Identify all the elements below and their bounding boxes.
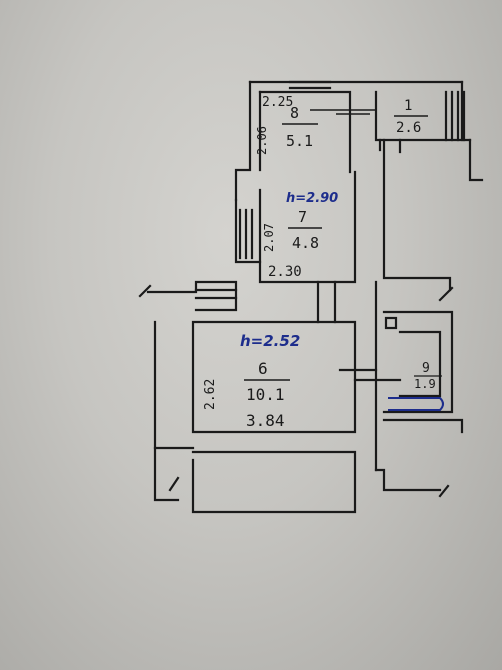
room7-dim-height: 2.07 xyxy=(262,223,276,252)
room6-dim-height: 2.62 xyxy=(203,379,218,410)
room8-divider xyxy=(310,109,376,115)
room6-top-left-walls xyxy=(146,280,238,312)
bottom-room-walls xyxy=(191,450,357,514)
room7-outer-wall xyxy=(234,198,262,264)
lower-right-wall xyxy=(382,418,464,434)
room9-number: 9 xyxy=(422,361,430,376)
stair-wall xyxy=(468,138,484,182)
room7-area: 4.8 xyxy=(292,234,319,252)
room8-dim-height: 2.06 xyxy=(255,126,269,155)
corridor-right-wall xyxy=(382,138,452,292)
room6-number: 6 xyxy=(258,359,268,378)
room6-area: 10.1 xyxy=(246,385,285,404)
bottom-left-wall xyxy=(153,446,180,502)
room8-number: 8 xyxy=(290,104,299,122)
window-top xyxy=(288,80,332,90)
door-gap-room6 xyxy=(316,280,337,324)
door-lines xyxy=(338,368,402,382)
room7-walls xyxy=(258,170,357,284)
room6-dim-width: 3.84 xyxy=(246,411,285,430)
room9-walls xyxy=(382,310,454,414)
sink-fixture xyxy=(384,316,398,330)
room1-area: 2.6 xyxy=(396,120,421,136)
room6-ceiling-height: h=2.52 xyxy=(240,332,300,350)
room1-number: 1 xyxy=(404,98,412,114)
room9-area: 1.9 xyxy=(414,377,436,391)
left-outer-wall-top xyxy=(234,80,252,202)
room7-dim-width: 2.30 xyxy=(268,264,302,280)
room8-area: 5.1 xyxy=(286,132,313,150)
door-marks xyxy=(378,138,402,154)
room1-walls xyxy=(374,90,472,142)
stair-hatching xyxy=(444,90,466,142)
room7-ceiling-height: h=2.90 xyxy=(286,191,338,206)
break-marks xyxy=(138,284,454,498)
room8-inner-right-wall xyxy=(258,90,352,174)
window-room6 xyxy=(194,288,238,300)
bottom-right-wall xyxy=(374,468,442,492)
room6-walls xyxy=(191,320,357,434)
room9-inner xyxy=(398,330,442,398)
bathtub-outline xyxy=(388,397,444,411)
window-hatching-left xyxy=(238,208,254,260)
room7-number: 7 xyxy=(298,208,307,226)
room8-dim-width: 2.25 xyxy=(262,95,293,110)
